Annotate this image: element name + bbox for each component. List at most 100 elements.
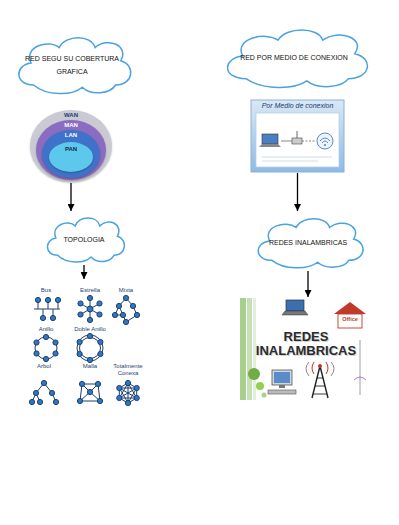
text-slot: WAN xyxy=(30,112,112,119)
cloud-text: TOPOLOGIA xyxy=(63,233,104,246)
text-slot: Arbol xyxy=(37,363,51,370)
band-name: WAN xyxy=(30,112,112,119)
flow-arrow xyxy=(70,183,71,211)
illustration-part xyxy=(45,297,50,302)
illustration-part xyxy=(125,400,130,405)
flow-arrow xyxy=(297,173,298,211)
illustration-part xyxy=(125,380,130,385)
band-name: MAN xyxy=(36,122,106,129)
cloud-outline xyxy=(258,219,363,268)
text-slot: Doble Anillo xyxy=(74,326,106,333)
illustration-part xyxy=(256,382,264,390)
topology-name: Doble Anillo xyxy=(74,326,106,333)
illustration-part xyxy=(98,339,103,344)
illustration-part xyxy=(282,311,308,315)
text-slot: Malla xyxy=(83,363,97,370)
illustration-part xyxy=(315,386,325,387)
wireless-picture xyxy=(240,298,372,400)
illustration-part xyxy=(116,303,121,308)
illustration-part xyxy=(302,141,315,142)
illustration-part xyxy=(41,380,46,385)
flow-arrow xyxy=(307,271,308,297)
illustration-part xyxy=(259,144,281,147)
illustration-part xyxy=(240,298,246,400)
cloud-outline xyxy=(19,38,131,94)
illustration-part xyxy=(49,390,54,395)
illustration-part xyxy=(262,157,332,158)
illustration-part xyxy=(34,351,39,356)
illustration-part xyxy=(43,334,48,339)
illustration-part xyxy=(274,372,290,383)
coverage-band: WAN MANLANPAN xyxy=(30,110,112,182)
coverage-band: LANPAN xyxy=(42,130,100,178)
illustration-part xyxy=(79,381,84,386)
illustration-part xyxy=(262,161,318,162)
cloud-text: REDES INALAMBRICAS xyxy=(269,236,347,249)
illustration-part xyxy=(262,393,267,398)
coverage-band: PAN xyxy=(49,142,93,172)
illustration-part xyxy=(98,351,103,356)
cloud-outline xyxy=(228,30,368,88)
illustration-part xyxy=(55,297,60,302)
text-slot: Totalmente Conexa xyxy=(107,363,149,377)
illustration-part xyxy=(78,312,83,317)
illustration-part xyxy=(77,339,82,344)
cloud-box: REDES INALAMBRICAS xyxy=(248,212,368,270)
illustration-part xyxy=(87,389,92,394)
illustration-part xyxy=(37,399,42,404)
illustration-part xyxy=(77,398,82,403)
illustration-part xyxy=(268,390,296,394)
illustration-part xyxy=(77,351,82,356)
illustration-part xyxy=(53,399,58,404)
text-slot: REDES INALAMBRICAS xyxy=(261,215,355,270)
illustration-part xyxy=(240,298,372,400)
cloud-shape xyxy=(8,30,136,96)
illustration-part xyxy=(53,351,58,356)
topology-name: Bus xyxy=(41,287,51,294)
text-slot: Estrella xyxy=(80,287,100,294)
text-slot: RED SEGU SU COBERTURA GRAFICA xyxy=(22,34,122,96)
illustration-part xyxy=(134,395,139,400)
illustration-part xyxy=(317,133,333,149)
text-slot: Bus xyxy=(41,287,51,294)
illustration-part xyxy=(326,362,328,374)
topology-name: Estrella xyxy=(80,287,100,294)
illustration-part xyxy=(130,303,135,308)
text-slot: PAN xyxy=(49,146,93,153)
illustration-part xyxy=(312,366,320,398)
illustration-part xyxy=(50,315,55,320)
text-slot: TOPOLOGIA xyxy=(50,215,119,264)
illustration-part xyxy=(33,390,38,395)
illustration-part xyxy=(312,362,314,374)
illustration-part xyxy=(306,362,309,376)
illustration-part xyxy=(338,314,362,328)
illustration-part xyxy=(87,306,93,312)
illustration-part xyxy=(272,370,292,385)
topology-name: Anillo xyxy=(39,326,54,333)
illustration-part xyxy=(34,340,39,345)
flow-arrow xyxy=(83,265,84,279)
picture-heading: REDES INALAMBRICAS xyxy=(246,330,366,359)
band-name: PAN xyxy=(49,146,93,153)
illustration-part xyxy=(43,356,48,361)
picture-panel: Por Medio de conexion xyxy=(251,100,344,172)
label-slot: Office xyxy=(342,316,358,322)
picture-label: Office xyxy=(342,316,358,322)
cloud-box: RED POR MEDIO DE CONEXION xyxy=(214,22,374,90)
illustration-part xyxy=(53,340,58,345)
text-slot: Mixta xyxy=(119,287,133,294)
illustration-part xyxy=(324,144,326,146)
topology-name: Totalmente Conexa xyxy=(107,363,149,377)
cloud-box: TOPOLOGIA xyxy=(40,212,128,264)
illustration-part xyxy=(40,315,45,320)
illustration-part xyxy=(313,394,327,395)
cloud-text: RED SEGU SU COBERTURA GRAFICA xyxy=(22,52,122,79)
illustration-part xyxy=(322,141,328,143)
illustration-part xyxy=(360,340,361,395)
topology-name: Arbol xyxy=(37,363,51,370)
topology-name: Malla xyxy=(83,363,97,370)
illustration-part xyxy=(262,134,278,144)
illustration-part xyxy=(87,317,92,322)
illustration-part xyxy=(117,385,122,390)
illustration-part xyxy=(97,398,102,403)
